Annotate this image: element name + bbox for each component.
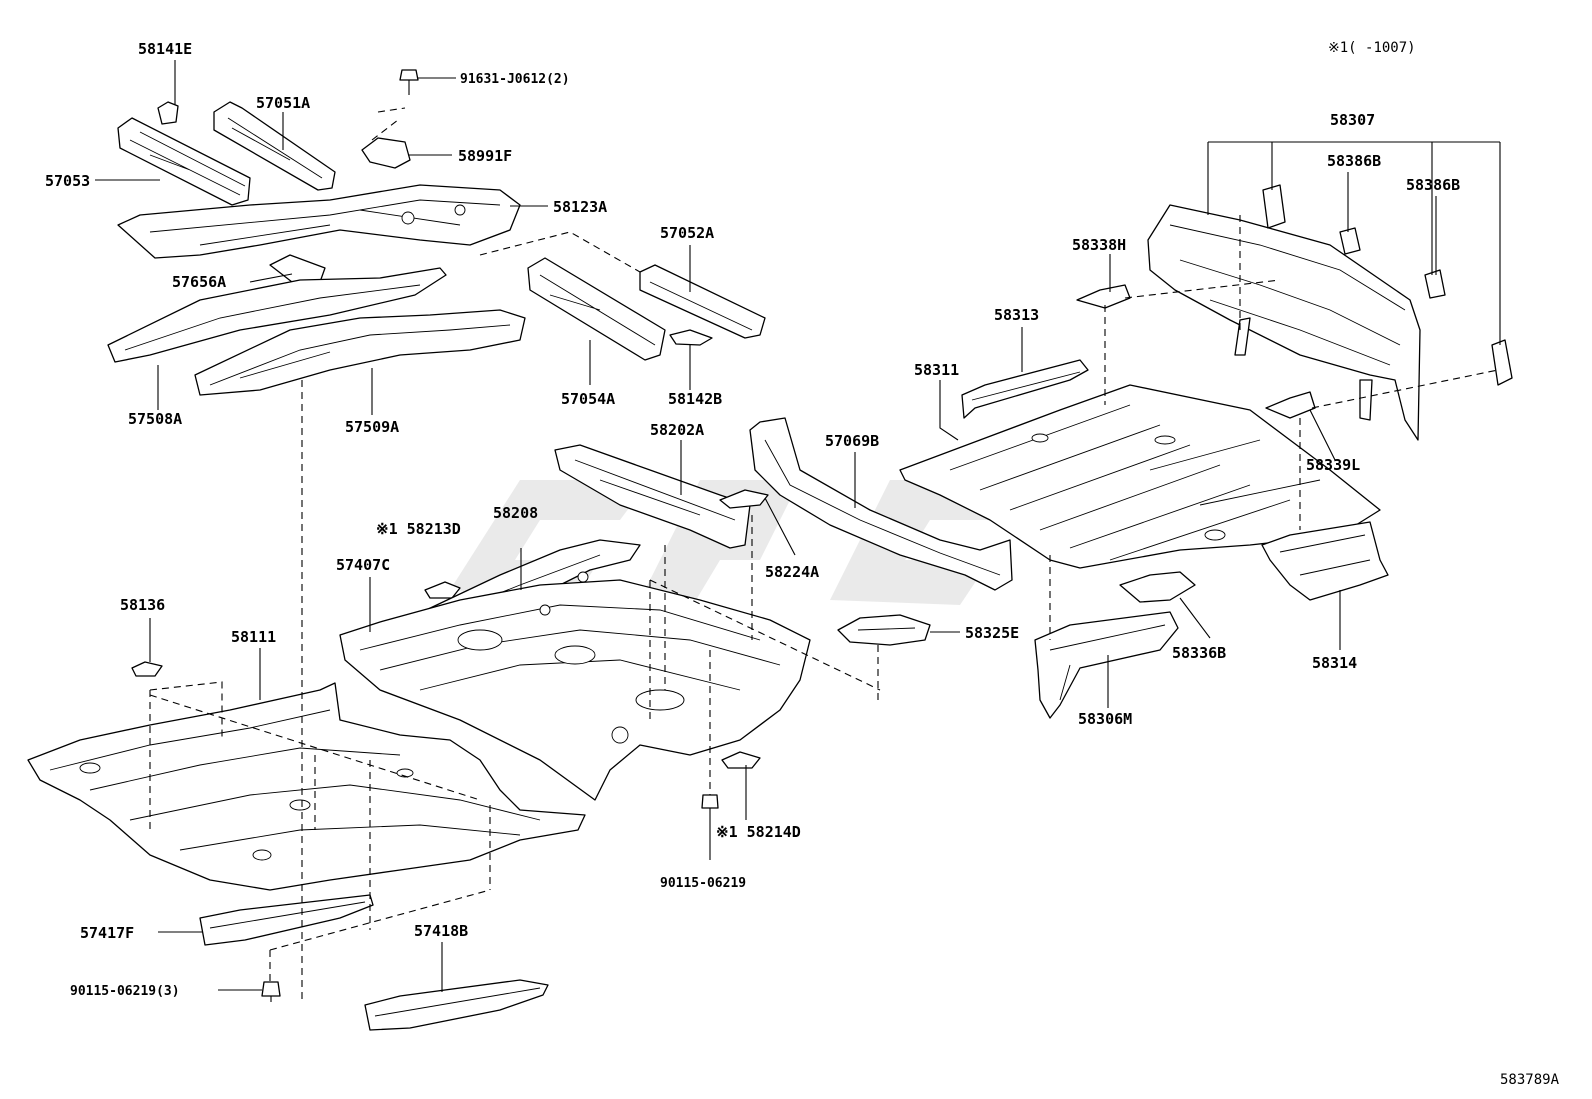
label-57656A[interactable]: 57656A [172, 273, 226, 291]
label-58111[interactable]: 58111 [231, 628, 276, 646]
part-57054A[interactable] [527, 257, 666, 361]
label-57417F[interactable]: 57417F [80, 924, 134, 942]
label-58386B-2[interactable]: 58386B [1406, 176, 1460, 194]
part-58111[interactable] [27, 682, 586, 891]
part-58306M[interactable] [1034, 611, 1179, 719]
label-58224A[interactable]: 58224A [765, 563, 819, 581]
label-57053[interactable]: 57053 [45, 172, 90, 190]
label-58123A[interactable]: 58123A [553, 198, 607, 216]
label-91631-J0612[interactable]: 91631-J0612(2) [460, 72, 570, 87]
part-58338H[interactable] [1076, 284, 1131, 309]
part-58386B-c[interactable] [1424, 269, 1446, 299]
label-58336B[interactable]: 58336B [1172, 644, 1226, 662]
label-58313[interactable]: 58313 [994, 306, 1039, 324]
part-57053[interactable] [117, 117, 251, 206]
label-58325E[interactable]: 58325E [965, 624, 1019, 642]
part-57509A[interactable] [194, 309, 526, 396]
bolt-90115-3[interactable] [261, 981, 281, 1002]
part-58386B-a[interactable] [1262, 184, 1286, 229]
part-58313[interactable] [961, 359, 1089, 419]
label-58142B[interactable]: 58142B [668, 390, 722, 408]
part-57417F[interactable] [199, 894, 374, 946]
part-58142B[interactable] [669, 329, 713, 346]
label-58314[interactable]: 58314 [1312, 654, 1357, 672]
label-58338H[interactable]: 58338H [1072, 236, 1126, 254]
part-58141E[interactable] [157, 101, 179, 125]
label-58136[interactable]: 58136 [120, 596, 165, 614]
part-58213D[interactable] [424, 581, 461, 599]
part-58314[interactable] [1261, 521, 1389, 601]
label-58339L[interactable]: 58339L [1306, 456, 1360, 474]
leader-lines [95, 60, 1501, 992]
label-90115-06219[interactable]: 90115-06219 [660, 876, 746, 891]
part-58136[interactable] [131, 661, 163, 677]
part-57656A[interactable] [269, 254, 326, 283]
label-58208[interactable]: 58208 [493, 504, 538, 522]
label-90115-06219-3[interactable]: 90115-06219(3) [70, 984, 180, 999]
label-58307[interactable]: 58307 [1330, 111, 1375, 129]
part-58991F[interactable] [361, 137, 411, 169]
label-57508A[interactable]: 57508A [128, 410, 182, 428]
label-57052A[interactable]: 57052A [660, 224, 714, 242]
part-57051A[interactable] [213, 101, 336, 191]
label-58214D[interactable]: ※1 58214D [716, 823, 801, 841]
label-57509A[interactable]: 57509A [345, 418, 399, 436]
label-58311[interactable]: 58311 [914, 361, 959, 379]
part-58386B-b[interactable] [1339, 227, 1361, 255]
part-57508A[interactable] [107, 267, 447, 363]
part-58325E[interactable] [837, 614, 931, 646]
part-58339L[interactable] [1265, 391, 1316, 419]
part-57407C[interactable] [339, 579, 811, 801]
label-58306M[interactable]: 58306M [1078, 710, 1132, 728]
label-57054A[interactable]: 57054A [561, 390, 615, 408]
part-57069B[interactable] [749, 417, 1013, 591]
label-58991F[interactable]: 58991F [458, 147, 512, 165]
footer-code: 583789A [1500, 1072, 1560, 1088]
part-58224A[interactable] [719, 489, 769, 509]
part-58123A[interactable] [117, 184, 521, 259]
label-57069B[interactable]: 57069B [825, 432, 879, 450]
label-58213D[interactable]: ※1 58213D [376, 520, 461, 538]
dashed-guides [149, 107, 1499, 1000]
label-58202A[interactable]: 58202A [650, 421, 704, 439]
part-58214D[interactable] [721, 751, 761, 769]
part-58307[interactable] [1147, 204, 1421, 441]
bolt-90115-center[interactable] [701, 794, 719, 860]
part-57052A[interactable] [639, 264, 766, 339]
label-58386B-1[interactable]: 58386B [1327, 152, 1381, 170]
part-57418B[interactable] [364, 979, 549, 1031]
part-58202A[interactable] [554, 444, 751, 549]
part-58336B[interactable] [1119, 571, 1196, 603]
part-58386B-d[interactable] [1491, 339, 1513, 386]
label-57051A[interactable]: 57051A [256, 94, 310, 112]
bolt-91631[interactable] [399, 69, 419, 95]
part-labels: 58141E 57051A 91631-J0612(2) 58991F 5705… [45, 40, 1560, 1088]
label-57407C[interactable]: 57407C [336, 556, 390, 574]
header-note: ※1( -1007) [1328, 40, 1416, 56]
label-57418B[interactable]: 57418B [414, 922, 468, 940]
label-58141E[interactable]: 58141E [138, 40, 192, 58]
